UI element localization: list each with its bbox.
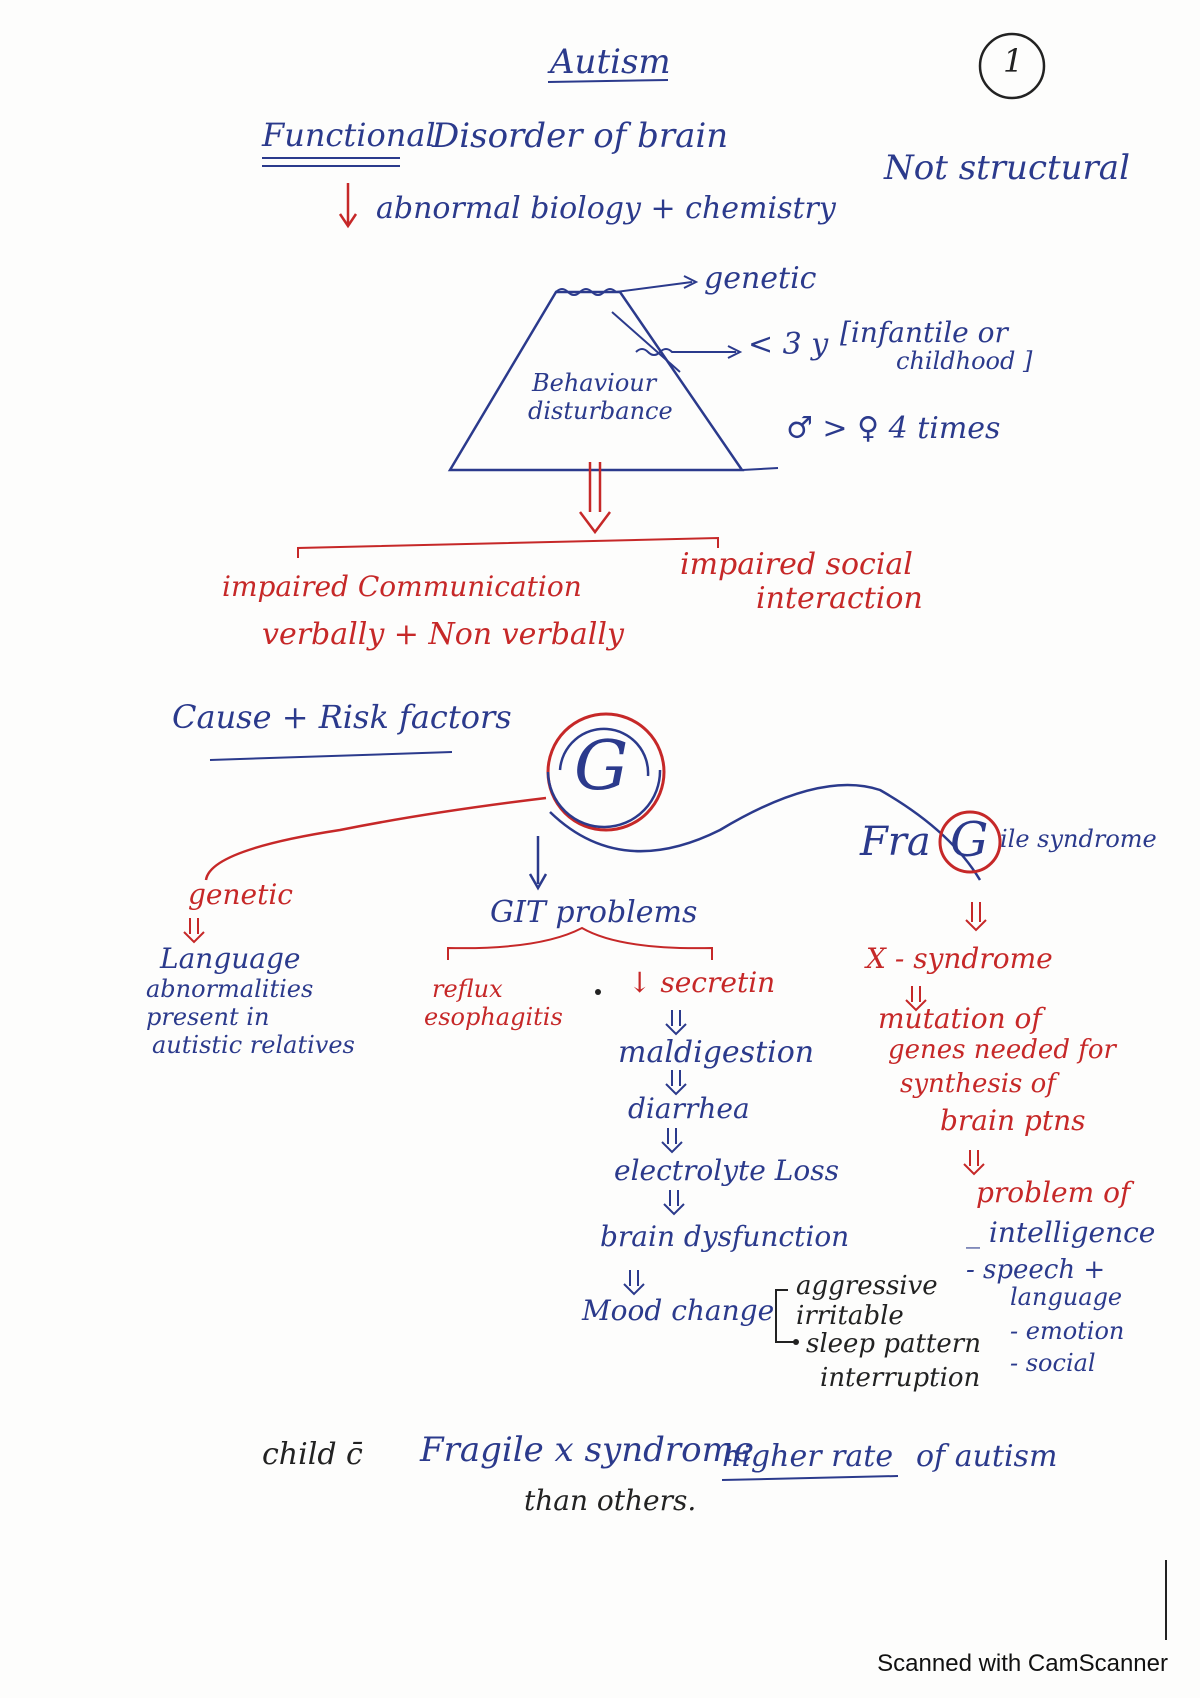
git-secretin: ↓ secretin	[628, 966, 776, 999]
scanner-watermark: Scanned with CamScanner	[877, 1650, 1168, 1677]
git-chain-brain: brain dysfunction	[600, 1220, 850, 1253]
definition-heading: Functional	[262, 116, 436, 154]
fragile-x-syndrome: X - syndrome	[866, 942, 1053, 975]
conclusion-emphasis: higher rate	[722, 1439, 894, 1474]
genetic-label: genetic	[188, 878, 293, 911]
fragile-problem-speech: - speech +	[966, 1255, 1106, 1285]
page-number-circle	[978, 32, 1046, 100]
triangle-center-line1: Behaviour	[532, 369, 657, 397]
genetic-line2: abnormalities	[146, 975, 314, 1003]
git-reflux-line1: reflux	[432, 975, 503, 1003]
git-chain-electrolyte: electrolyte Loss	[614, 1154, 839, 1187]
fragile-problem-social: - social	[1010, 1349, 1096, 1377]
git-chain-maldigestion: maldigestion	[618, 1035, 815, 1070]
fragile-problem: problem of	[976, 1176, 1131, 1209]
conclusion-middle: Fragile x syndrome	[420, 1430, 754, 1470]
mood-aggressive: aggressive	[796, 1271, 938, 1301]
footer-bar	[0, 1658, 1200, 1698]
outcome-left-line1: impaired Communication	[222, 570, 582, 603]
fragile-problem-language: language	[1010, 1283, 1123, 1311]
fragile-problem-emotion: - emotion	[1010, 1317, 1125, 1345]
conclusion-line2: than others.	[524, 1484, 697, 1517]
triangle-age-bracket-2: childhood ]	[896, 347, 1033, 375]
fragile-mutation-4: brain ptns	[940, 1104, 1086, 1137]
triangle-age-label: < 3 y	[748, 327, 829, 362]
git-chain-mood: Mood change	[582, 1294, 775, 1327]
definition-rest: Disorder of brain	[432, 116, 729, 156]
outcome-right-line2: interaction	[756, 581, 923, 616]
causes-heading: Cause + Risk factors	[172, 698, 512, 736]
outcome-left-line2: verbally + Non verbally	[262, 617, 624, 652]
conclusion-prefix: child c̄	[262, 1437, 363, 1472]
fragile-prefix: Fra	[860, 819, 931, 865]
genetic-line4: autistic relatives	[152, 1031, 355, 1059]
fragile-mutation-1: mutation of	[878, 1002, 1042, 1035]
fragile-big-g: G	[950, 812, 989, 868]
triangle-sex-label: ♂ > ♀ 4 times	[786, 411, 1001, 446]
mood-sleep-line1: sleep pattern	[806, 1329, 981, 1359]
definition-note: Not structural	[884, 148, 1130, 188]
conclusion-rest: of autism	[916, 1439, 1058, 1474]
fragile-mutation-3: synthesis of	[900, 1069, 1056, 1099]
git-label: GIT problems	[490, 895, 698, 930]
page-number: 1	[1003, 42, 1024, 80]
git-reflux-line2: esophagitis	[424, 1003, 563, 1031]
definition-detail: abnormal biology + chemistry	[376, 191, 836, 226]
genetic-line3: present in	[146, 1003, 270, 1031]
outcome-right-line1: impaired social	[680, 547, 913, 582]
genetic-line1: Language	[160, 942, 301, 975]
fragile-problem-intelligence: _ intelligence	[966, 1216, 1156, 1249]
fragile-suffix: ile syndrome	[1000, 825, 1157, 853]
git-chain-diarrhea: diarrhea	[628, 1092, 750, 1125]
fragile-mutation-2: genes needed for	[888, 1035, 1116, 1065]
triangle-age-bracket-1: [infantile or	[840, 316, 1008, 349]
triangle-center-line2: disturbance	[528, 397, 673, 425]
page-title: Autism	[550, 42, 671, 82]
mood-sleep-line2: interruption	[820, 1363, 981, 1393]
mood-irritable: irritable	[796, 1301, 904, 1331]
triangle-genetic-label: genetic	[704, 261, 817, 296]
big-g-letter: G	[574, 727, 629, 806]
